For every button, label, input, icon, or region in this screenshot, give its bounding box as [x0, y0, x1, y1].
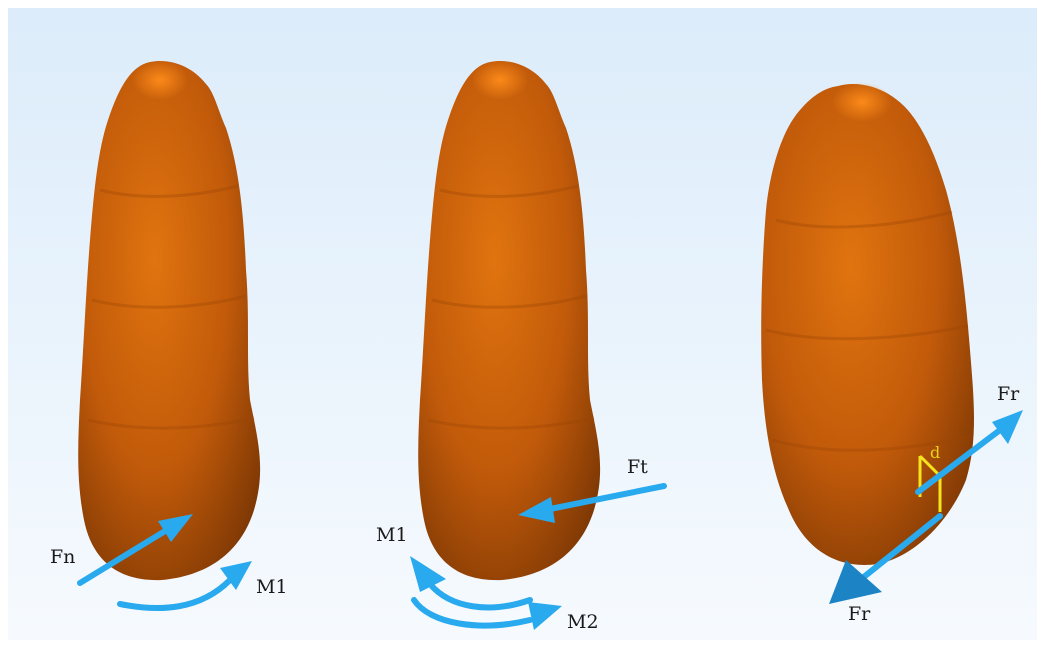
label-d: d	[930, 443, 940, 462]
object-tip-3	[832, 82, 892, 122]
object-tip-1	[132, 60, 188, 100]
label-fr-upper: Fr	[997, 383, 1020, 405]
label-m2: M2	[567, 611, 599, 633]
label-m1-panel-1: M1	[256, 576, 288, 598]
label-ft: Ft	[627, 456, 648, 478]
label-m1-panel-2: M1	[376, 524, 408, 546]
label-fn: Fn	[50, 546, 75, 568]
object-tip-2	[472, 60, 528, 100]
label-fr-lower: Fr	[848, 603, 871, 625]
